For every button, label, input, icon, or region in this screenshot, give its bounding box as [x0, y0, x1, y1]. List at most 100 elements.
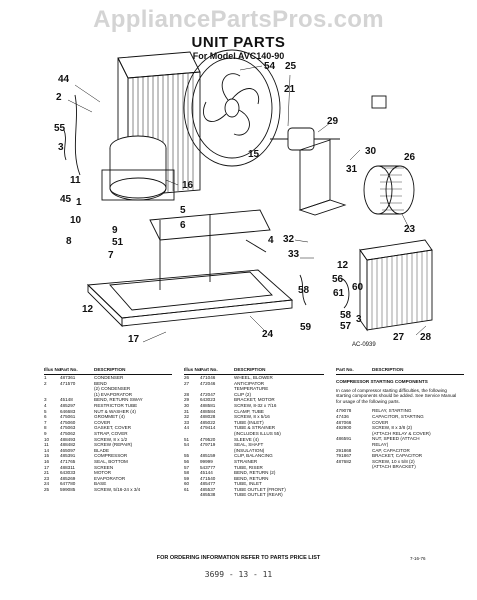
svg-text:44: 44	[58, 74, 70, 85]
starting-components-title: COMPRESSOR STARTING COMPONENTS	[336, 379, 428, 384]
blower-wheel	[363, 165, 415, 215]
illus-no: 6	[44, 414, 47, 420]
part-no: 487361	[60, 375, 76, 380]
svg-text:2: 2	[56, 92, 62, 103]
illus-no: 23	[44, 475, 50, 481]
description: SEAL, BOTTOM	[94, 458, 128, 464]
svg-text:11: 11	[70, 175, 81, 186]
table-header: Illus No. Part No. DESCRIPTION	[44, 362, 172, 375]
description: TUBE OUTLET (REAR)	[234, 492, 283, 498]
illus-no: 29	[184, 397, 190, 403]
svg-text:25: 25	[285, 61, 297, 72]
illus-no: 57	[184, 464, 190, 470]
svg-text:55: 55	[54, 123, 66, 134]
illus-no: 31	[184, 408, 190, 414]
description: BASE	[94, 481, 107, 487]
illus-no: 11	[44, 442, 49, 448]
svg-text:AC-0939: AC-0939	[352, 342, 376, 348]
part-no: 471540	[200, 475, 216, 481]
part-no: 485022	[200, 419, 216, 425]
svg-text:23: 23	[404, 224, 416, 235]
illus-no: 25	[44, 486, 50, 492]
description: TUBE, RISER	[234, 464, 263, 470]
illus-no: 21	[44, 470, 50, 476]
svg-text:51: 51	[112, 237, 124, 248]
description: CLIP (2)	[234, 391, 252, 397]
part-no: 488493	[60, 436, 76, 442]
ordering-info-footer: FOR ORDERING INFORMATION REFER TO PARTS …	[156, 555, 321, 561]
svg-text:15: 15	[248, 149, 260, 160]
illus-no: 60	[184, 481, 190, 487]
illus-no: 7	[44, 419, 47, 425]
page-reference: 7-16-76	[410, 556, 426, 561]
description: CLAMP, TUBE	[234, 408, 264, 414]
description: SCREW, 8-32 x 7/16	[234, 402, 277, 408]
table-row: RELAY)	[336, 442, 464, 448]
illus-no: 10	[44, 436, 50, 442]
description: RELAY, STARTING	[372, 408, 412, 414]
part-no: 465097	[60, 447, 76, 453]
description: SCREW, 10 x 5/8 (2)	[372, 458, 415, 464]
part-no: 471765	[60, 458, 76, 464]
description: STRAINER	[234, 458, 258, 464]
part-no: 487682	[336, 458, 352, 464]
table-row: (INSULATION)	[184, 448, 324, 454]
svg-text:45: 45	[60, 194, 72, 205]
exploded-parts-diagram: 44 2 55 3 11 45 1 10 8 9 51 7 16 5 6 54 …	[54, 49, 433, 348]
svg-text:57: 57	[340, 321, 352, 332]
svg-text:61: 61	[333, 288, 345, 299]
svg-text:29: 29	[327, 116, 339, 127]
illus-no: 27	[184, 380, 190, 386]
illus-no: 33	[184, 419, 190, 425]
part-no: 472046	[200, 380, 216, 386]
description: CLIP, BALANCING	[234, 453, 273, 459]
svg-text:27: 27	[393, 332, 405, 343]
illus-no: 4	[44, 402, 47, 408]
svg-text:16: 16	[182, 180, 194, 191]
svg-text:54: 54	[264, 61, 276, 72]
base-pan	[86, 209, 294, 328]
description: SCREW, 8 x 5/16	[234, 414, 270, 420]
description: GASKET, COVER	[94, 425, 132, 431]
svg-text:12: 12	[337, 260, 349, 271]
relay-part	[371, 95, 387, 109]
illus-no: 5	[44, 408, 47, 414]
svg-text:33: 33	[288, 249, 300, 260]
description: (INSULATION)	[234, 447, 265, 453]
part-no: 485477	[200, 481, 216, 487]
part-no: 475061	[60, 414, 76, 420]
description: SCREW, 8 x 1/2	[94, 436, 128, 442]
part-no: 647780	[60, 481, 76, 487]
fan-shroud	[183, 49, 281, 167]
illus-no: 32	[184, 414, 190, 420]
illus-no: 14	[44, 447, 50, 453]
table-row: (2) CONDENSER	[44, 386, 172, 392]
table-row: (ATTACH BRACKET)	[336, 464, 464, 470]
site-watermark: AppliancePartsPros.com	[93, 6, 384, 33]
svg-text:32: 32	[283, 234, 295, 245]
description: COMPRESSOR	[94, 453, 128, 459]
